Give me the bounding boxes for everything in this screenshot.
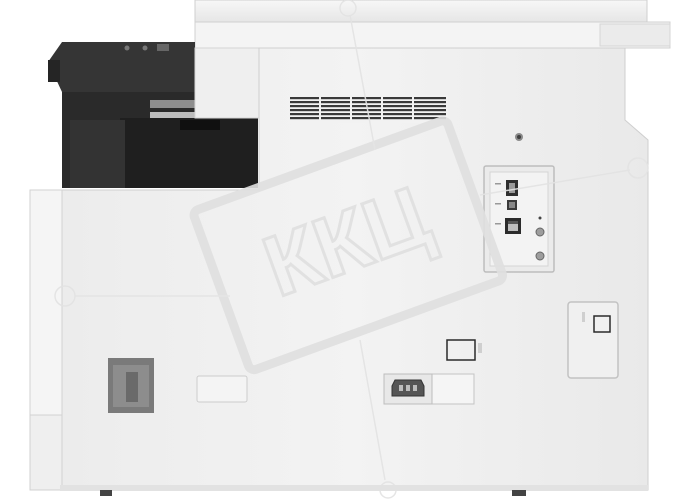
usb-port-icon (506, 180, 518, 196)
io-port-panel (483, 165, 555, 273)
usb-b-port-icon (507, 200, 517, 210)
scanner-lid (194, 0, 671, 49)
ethernet-port-icon (505, 218, 521, 234)
power-socket-icon (383, 373, 475, 405)
grey-handle-plate (108, 358, 154, 413)
screw-icon (515, 133, 523, 141)
side-access-cover (567, 301, 619, 379)
label-plate-icon (446, 339, 482, 361)
label-plate (196, 375, 248, 403)
control-panel-unit (48, 42, 195, 92)
